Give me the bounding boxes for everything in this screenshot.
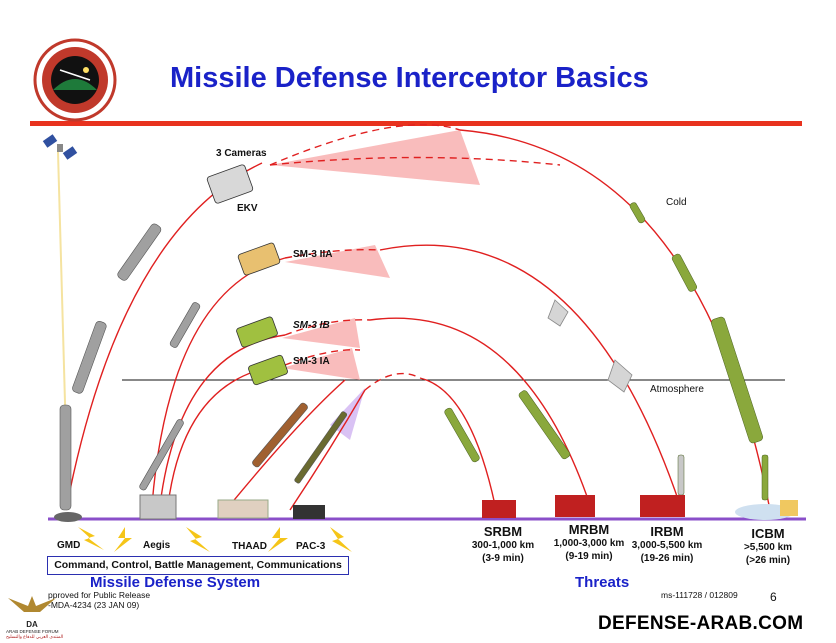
thaad-label: THAAD: [232, 541, 267, 552]
ground-launchers: [54, 494, 798, 522]
threats-heading: Threats: [575, 574, 630, 591]
site-watermark: DEFENSE-ARAB.COM: [598, 613, 804, 634]
threat-time: (19-26 min): [640, 553, 694, 564]
threat-srbm: SRBM 300-1,000 km (3-9 min): [458, 524, 548, 565]
threat-irbm: IRBM 3,000-5,500 km (19-26 min): [621, 524, 713, 565]
threat-range: 1,000-3,000 km: [553, 538, 625, 549]
threat-time: (9-19 min): [565, 551, 613, 562]
sm3-ia-label: SM-3 IA: [293, 356, 330, 367]
threat-range: 3,000-5,500 km: [631, 540, 703, 551]
forum-name: ARAB DEFENSE FORUM: [6, 629, 59, 634]
ekv-label: EKV: [237, 203, 258, 214]
threat-range: >5,500 km: [743, 542, 793, 553]
predicted-trajectories: [269, 123, 561, 391]
cold-label: Cold: [666, 197, 687, 208]
page-title: Missile Defense Interceptor Basics: [170, 62, 649, 94]
cameras-label: 3 Cameras: [216, 148, 267, 159]
interceptors: [59, 223, 348, 511]
threat-name: IRBM: [650, 524, 684, 539]
threat-name: MRBM: [568, 522, 610, 537]
threat-time: (>26 min): [745, 555, 791, 566]
reentry-vehicles: [547, 299, 633, 393]
release-line-2: -MDA-4234 (23 JAN 09): [48, 600, 140, 610]
atmosphere-label: Atmosphere: [650, 384, 704, 395]
command-control-box: Command, Control, Battle Management, Com…: [47, 556, 349, 575]
pac3-label: PAC-3: [296, 541, 326, 552]
gmd-label: GMD: [57, 540, 81, 551]
slide-code: ms-111728 / 012809: [661, 590, 738, 600]
mda-logo: [33, 38, 117, 122]
eagle-icon: [8, 596, 56, 612]
forum-badge: DA: [26, 620, 38, 629]
threat-name: SRBM: [483, 524, 523, 539]
threat-mrbm: MRBM 1,000-3,000 km (9-19 min): [543, 522, 635, 563]
forum-name-ar: المنتدى العربي للدفاع والتسليح: [6, 634, 64, 639]
threat-icbm: ICBM >5,500 km (>26 min): [728, 526, 808, 567]
page-number: 6: [770, 590, 777, 604]
threat-range: 300-1,000 km: [471, 540, 535, 551]
sm3-iia-label: SM-3 IIA: [293, 249, 333, 260]
kill-vehicles: [206, 164, 288, 386]
aegis-label: Aegis: [143, 540, 171, 551]
header-rule: [30, 121, 802, 126]
forum-logo: DA ARAB DEFENSE FORUM المنتدى العربي للد…: [6, 592, 64, 639]
release-line-1: pproved for Public Release: [48, 590, 151, 600]
threat-missiles: [444, 202, 769, 501]
threat-time: (3-9 min): [482, 553, 524, 564]
threat-name: ICBM: [751, 526, 785, 541]
sensor-cones: [270, 130, 480, 440]
threat-trajectories: [369, 129, 771, 511]
lightning-bolts: [78, 527, 352, 552]
missile-defense-system-heading: Missile Defense System: [90, 574, 261, 591]
sm3-ib-label: SM-3 IB: [293, 320, 330, 331]
